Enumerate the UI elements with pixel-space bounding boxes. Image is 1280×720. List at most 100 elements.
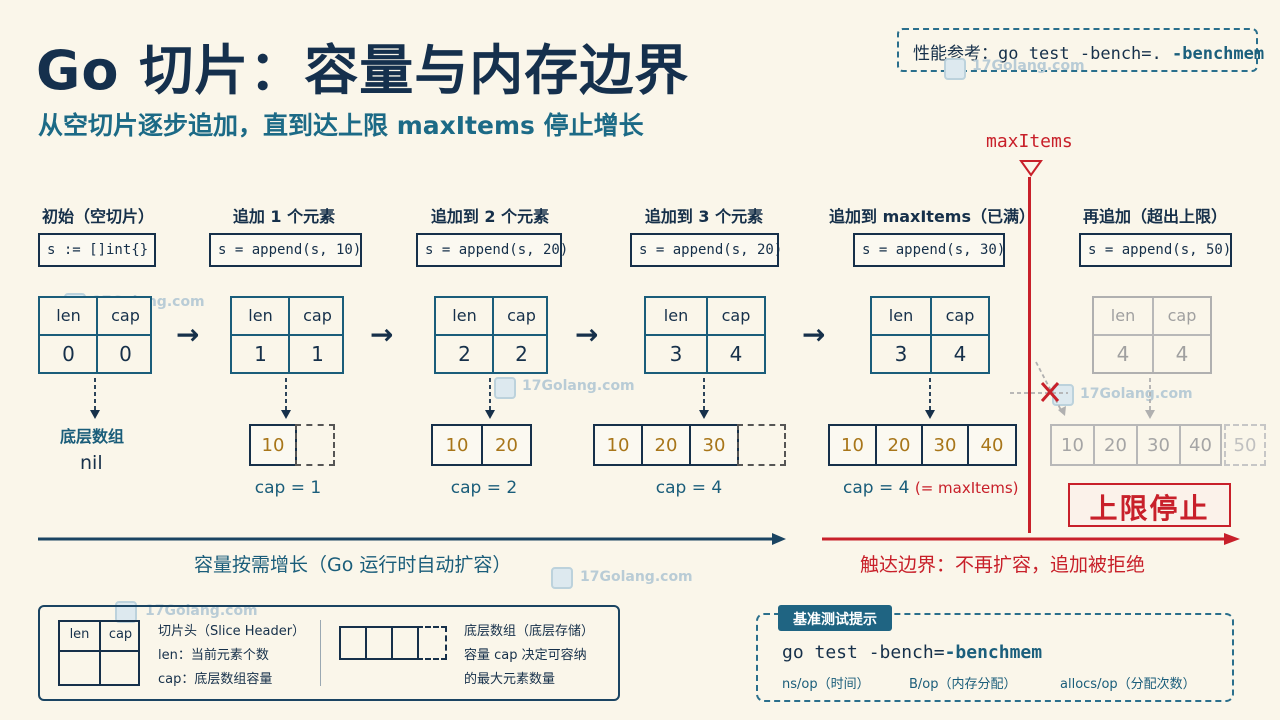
array-element: 30 [921,424,969,466]
benchmark-command: go test -bench=-benchmem [782,642,1042,663]
stage-title: 初始（空切片） [41,207,155,226]
cap-label: cap [303,306,332,325]
cap-label: cap [111,306,140,325]
array-element: 10 [431,424,483,466]
benchmark-command-flag: -benchmem [944,642,1043,663]
cap-value: 2 [515,342,528,366]
cap-value: 0 [119,342,132,366]
legend-header-box: len cap [58,620,140,686]
legend-box [38,605,620,701]
cap-caption: cap = 4 [655,478,723,498]
limit-stop-stamp: 上限停止 [1068,483,1231,527]
step-arrow-icon: → [370,318,394,351]
cap-value: 4 [729,342,743,366]
step-arrow-icon: → [575,318,599,351]
len-label: len [248,306,273,325]
slice-header-box: len cap 0 0 [38,296,152,374]
perf-reference-box: 性能参考：go test -bench=. -benchmem [897,28,1264,72]
array-element-overflow: 50 [1224,424,1266,466]
benchmark-metric: ns/op（时间） [782,677,870,692]
code-snippet: s = append(s, 20) [630,233,782,267]
len-value: 4 [1116,342,1130,366]
cap-label: cap [1167,306,1197,325]
page-subtitle: 从空切片逐步追加，直到达上限 maxItems 停止增长 [38,111,644,140]
legend-array-empty-slot [417,626,447,660]
code-snippet: s = append(s, 20) [416,233,568,267]
watermark-logo-icon [944,58,966,80]
legend-array-icon [339,626,419,660]
nil-value: nil [80,452,103,474]
perf-reference-flag: -benchmem [1172,44,1265,64]
max-items-triangle-icon [1019,160,1043,177]
legend-len-label: len [69,627,90,642]
cap-caption: cap = 2 [450,478,518,498]
legend-divider [320,620,321,686]
legend-header-title: 切片头（Slice Header） [158,624,306,639]
len-label: len [663,306,689,325]
len-label: len [1110,306,1136,325]
perf-reference-text: 性能参考：go test -bench=. [913,44,1172,64]
watermark: 17Golang.com [972,58,1085,74]
len-value: 2 [458,342,471,366]
code-snippet: s := []int{} [38,233,156,267]
array-element-rejected: 40 [1179,424,1222,466]
benchmark-hint-box [756,613,1234,702]
watermark-logo-icon [494,377,516,399]
cap-value: 1 [311,342,324,366]
cap-value: 4 [953,342,967,366]
watermark-logo-icon [551,567,573,589]
slice-header-box: len cap 1 1 [230,296,344,374]
max-items-marker-label: maxItems [986,131,1073,152]
watermark: 17Golang.com [522,378,635,394]
max-items-boundary-line [1028,177,1031,533]
stage-title: 再追加（超出上限） [1082,207,1228,226]
underlying-array-label: 底层数组 [60,427,125,446]
benchmark-metric: B/op（内存分配） [909,677,1017,692]
benchmark-metric: allocs/op（分配次数） [1060,677,1196,692]
array-element: 20 [875,424,923,466]
len-label: len [888,306,914,325]
step-arrow-icon: → [176,318,200,351]
stage-title: 追加 1 个元素 [232,207,336,226]
legend-array-desc: 的最大元素数量 [464,672,556,687]
watermark: 17Golang.com [1080,386,1193,402]
stage-title: 追加到 maxItems（已满） [828,207,1036,226]
stage-title: 追加到 3 个元素 [644,207,764,226]
code-snippet: s = append(s, 50) [1079,233,1232,267]
legend-array-title: 底层数组（底层存储） [464,624,595,639]
cap-caption: cap = 4 [843,478,910,498]
len-value: 1 [254,342,267,366]
cap-value: 4 [1175,342,1189,366]
array-element: 10 [828,424,877,466]
code-snippet: s = append(s, 10) [209,233,362,267]
slice-header-box: len cap 2 2 [434,296,548,374]
stage-title: 追加到 2 个元素 [430,207,550,226]
slice-header-box: len cap 3 4 [870,296,990,374]
legend-cap-label: cap [108,627,133,642]
len-label: len [56,306,81,325]
len-label: len [452,306,477,325]
len-value: 3 [894,342,908,366]
page-title: Go 切片：容量与内存边界 [36,39,690,102]
slice-header-box: len cap 3 4 [644,296,766,374]
cap-label: cap [507,306,536,325]
cap-label: cap [945,306,975,325]
array-empty-slot [737,424,786,466]
array-element: 40 [967,424,1017,466]
array-empty-slot [295,424,335,466]
array-element: 20 [481,424,532,466]
cap-caption-full: cap = 4 (= maxItems) [843,478,1019,498]
legend-cap-desc: cap：底层数组容量 [158,672,273,687]
len-value: 3 [669,342,683,366]
benchmark-hint-tab: 基准测试提示 [778,605,892,631]
cap-equals-max-note: (= maxItems) [914,479,1019,497]
legend-array-desc: 容量 cap 决定可容纳 [464,648,587,663]
boundary-caption: 触达边界：不再扩容，追加被拒绝 [860,554,1146,576]
code-snippet: s = append(s, 30) [853,233,1005,267]
len-value: 0 [62,342,75,366]
benchmark-command-text: go test -bench= [782,642,945,663]
cap-label: cap [721,306,751,325]
legend-len-desc: len：当前元素个数 [158,648,269,663]
